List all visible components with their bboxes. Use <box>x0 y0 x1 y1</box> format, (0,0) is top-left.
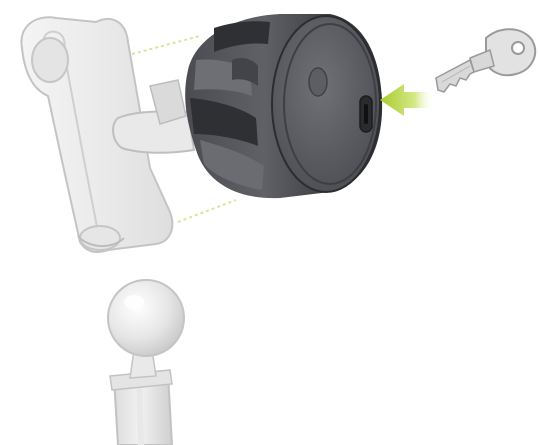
key-icon <box>436 29 535 92</box>
ball-mount-icon <box>108 280 184 445</box>
mount-arm-icon <box>21 17 194 252</box>
locking-knob-icon <box>185 14 382 198</box>
arrow-left-icon <box>380 84 434 116</box>
